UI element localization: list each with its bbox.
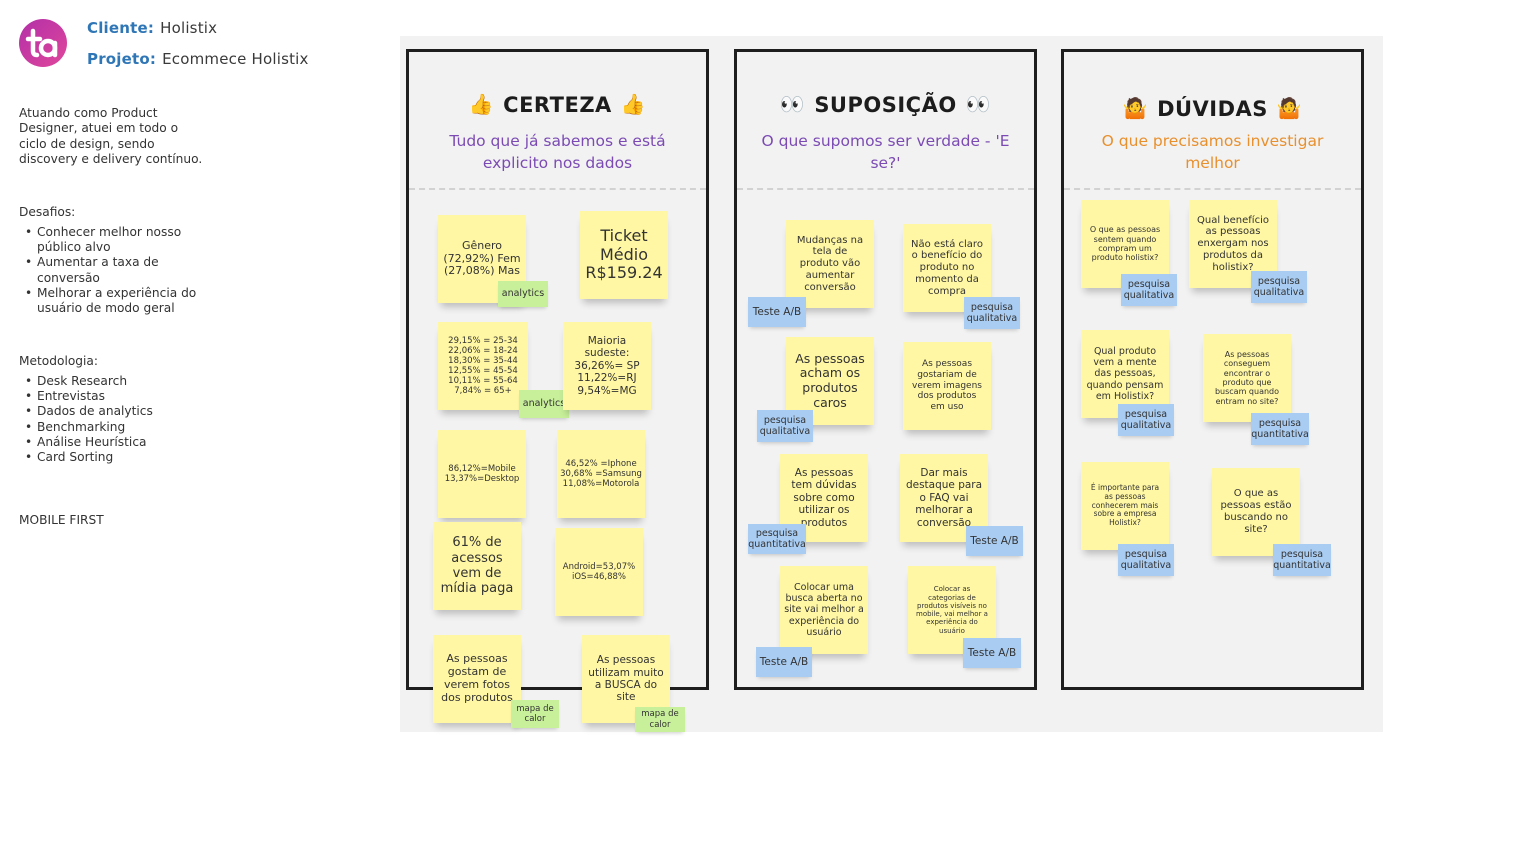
column-duvidas[interactable]: 🤷 DÚVIDAS 🤷 O que precisamos investigar me… [1061,49,1364,690]
sticky-note[interactable]: As pessoas gostariam de verem imagens do… [903,342,991,430]
list-item: Desk Research [19,374,219,389]
ab-test-tag[interactable]: Teste A/B [963,638,1021,668]
sticky-note[interactable]: Colocar as categorias de produtos visíve… [908,566,996,654]
heatmap-tag[interactable]: mapa de calor [635,707,685,732]
sticky-note[interactable]: Maioria sudeste: 36,26%= SP 11,22%=RJ 9,… [563,322,651,410]
list-item: Card Sorting [19,450,219,465]
shrug-icon: 🤷 [1122,96,1149,120]
client-label: Cliente: [87,19,155,37]
sticky-note[interactable]: As pessoas conseguem encontrar o produto… [1203,334,1291,422]
challenges-title: Desafios: [19,205,76,219]
divider [737,188,1034,190]
eyes-icon: 👀 [965,92,992,116]
sticky-note[interactable]: Gênero (72,92%) Fem (27,08%) Mas [438,215,526,303]
methodology-title: Metodologia: [19,354,98,368]
methodology-list: Desk Research Entrevistas Dados de analy… [19,374,219,465]
qualitative-research-tag[interactable]: pesquisa qualitativa [1118,544,1174,576]
quantitative-research-tag[interactable]: pesquisa quantitativa [748,524,806,554]
sticky-note[interactable]: Qual produto vem a mente das pessoas, qu… [1081,330,1169,418]
sticky-note[interactable]: 46,52% =Iphone 30,68% =Samsung 11,08%=Mo… [557,430,645,518]
column-header: 🤷 DÚVIDAS 🤷 [1064,96,1361,121]
analytics-tag[interactable]: analytics [498,281,548,307]
column-subtitle: Tudo que já sabemos e está explicito nos… [449,132,666,172]
sticky-note[interactable]: Ticket Médio R$159.24 [580,211,668,299]
sticky-note[interactable]: 29,15% = 25-34 22,06% = 18-24 18,30% = 3… [438,322,528,410]
sticky-note[interactable]: O que as pessoas sentem quando compram u… [1081,200,1169,288]
sticky-note[interactable]: Colocar uma busca aberta no site vai mel… [780,566,868,654]
sticky-note[interactable]: As pessoas utilizam muito a BUSCA do sit… [582,635,670,723]
column-title: SUPOSIÇÃO [814,93,957,117]
column-suposicao[interactable]: 👀 SUPOSIÇÃO 👀 O que supomos ser verdade - … [734,49,1037,690]
sticky-note[interactable]: Mudanças na tela de produto vão aumentar… [786,220,874,308]
eyes-icon: 👀 [779,92,806,116]
sticky-note[interactable]: 86,12%=Mobile 13,37%=Desktop [438,430,526,518]
list-item: Aumentar a taxa de conversão [19,255,219,285]
divider [1064,188,1361,190]
column-certeza[interactable]: 👍 CERTEZA 👍 Tudo que já sabemos e está exp… [406,49,709,728]
list-item: Entrevistas [19,389,219,404]
qualitative-research-tag[interactable]: pesquisa qualitativa [964,297,1020,329]
hypothesis-board[interactable]: 👍 CERTEZA 👍 Tudo que já sabemos e está exp… [400,36,1383,732]
thumbs-up-icon: 👍 [620,92,647,116]
column-title: CERTEZA [503,93,612,117]
divider [409,188,706,190]
thumbs-up-icon: 👍 [468,92,495,116]
list-item: Análise Heurística [19,435,219,450]
ab-test-tag[interactable]: Teste A/B [966,526,1023,556]
column-header: 👀 SUPOSIÇÃO 👀 [737,92,1034,117]
sticky-note[interactable]: O que as pessoas estão buscando no site? [1212,468,1300,556]
column-title: DÚVIDAS [1157,97,1268,121]
list-item: Dados de analytics [19,404,219,419]
shrug-icon: 🤷 [1276,96,1303,120]
sticky-note[interactable]: Qual benefício as pessoas enxergam nos p… [1189,200,1277,288]
sticky-note[interactable]: As pessoas tem dúvidas sobre como utiliz… [780,454,868,542]
quantitative-research-tag[interactable]: pesquisa quantitativa [1251,413,1309,445]
ab-test-tag[interactable]: Teste A/B [756,647,812,677]
project-label: Projeto: [87,50,157,68]
list-item: Conhecer melhor nosso público alvo [19,225,219,255]
project-line: Projeto: Ecommece Holistix [87,50,309,68]
challenges-list: Conhecer melhor nosso público alvo Aumen… [19,225,219,316]
column-header: 👍 CERTEZA 👍 [409,92,706,117]
qualitative-research-tag[interactable]: pesquisa qualitativa [1121,274,1177,306]
client-line: Cliente: Holistix [87,19,217,37]
analytics-tag[interactable]: analytics [519,390,569,418]
sticky-note[interactable]: É importante para as pessoas conhecerem … [1081,462,1169,550]
intro-text: Atuando como Product Designer, atuei em … [19,106,203,166]
column-subtitle: O que supomos ser verdade - 'E se?' [761,132,1010,172]
client-value: Holistix [160,19,218,37]
sticky-note[interactable]: Android=53,07% iOS=46,88% [555,528,643,616]
mobile-first-label: MOBILE FIRST [19,513,104,527]
project-value: Ecommece Holistix [162,50,309,68]
holistix-logo [19,19,67,67]
column-subtitle: O que precisamos investigar melhor [1101,132,1324,172]
sticky-note[interactable]: As pessoas gostam de verem fotos dos pro… [433,635,521,723]
ab-test-tag[interactable]: Teste A/B [748,297,806,327]
list-item: Melhorar a experiência do usuário de mod… [19,286,219,316]
list-item: Benchmarking [19,420,219,435]
qualitative-research-tag[interactable]: pesquisa qualitativa [757,410,813,442]
quantitative-research-tag[interactable]: pesquisa quantitativa [1273,544,1331,576]
heatmap-tag[interactable]: mapa de calor [511,700,559,728]
qualitative-research-tag[interactable]: pesquisa qualitativa [1251,271,1307,303]
qualitative-research-tag[interactable]: pesquisa qualitativa [1118,404,1174,436]
sticky-note[interactable]: 61% de acessos vem de mídia paga [433,522,521,610]
